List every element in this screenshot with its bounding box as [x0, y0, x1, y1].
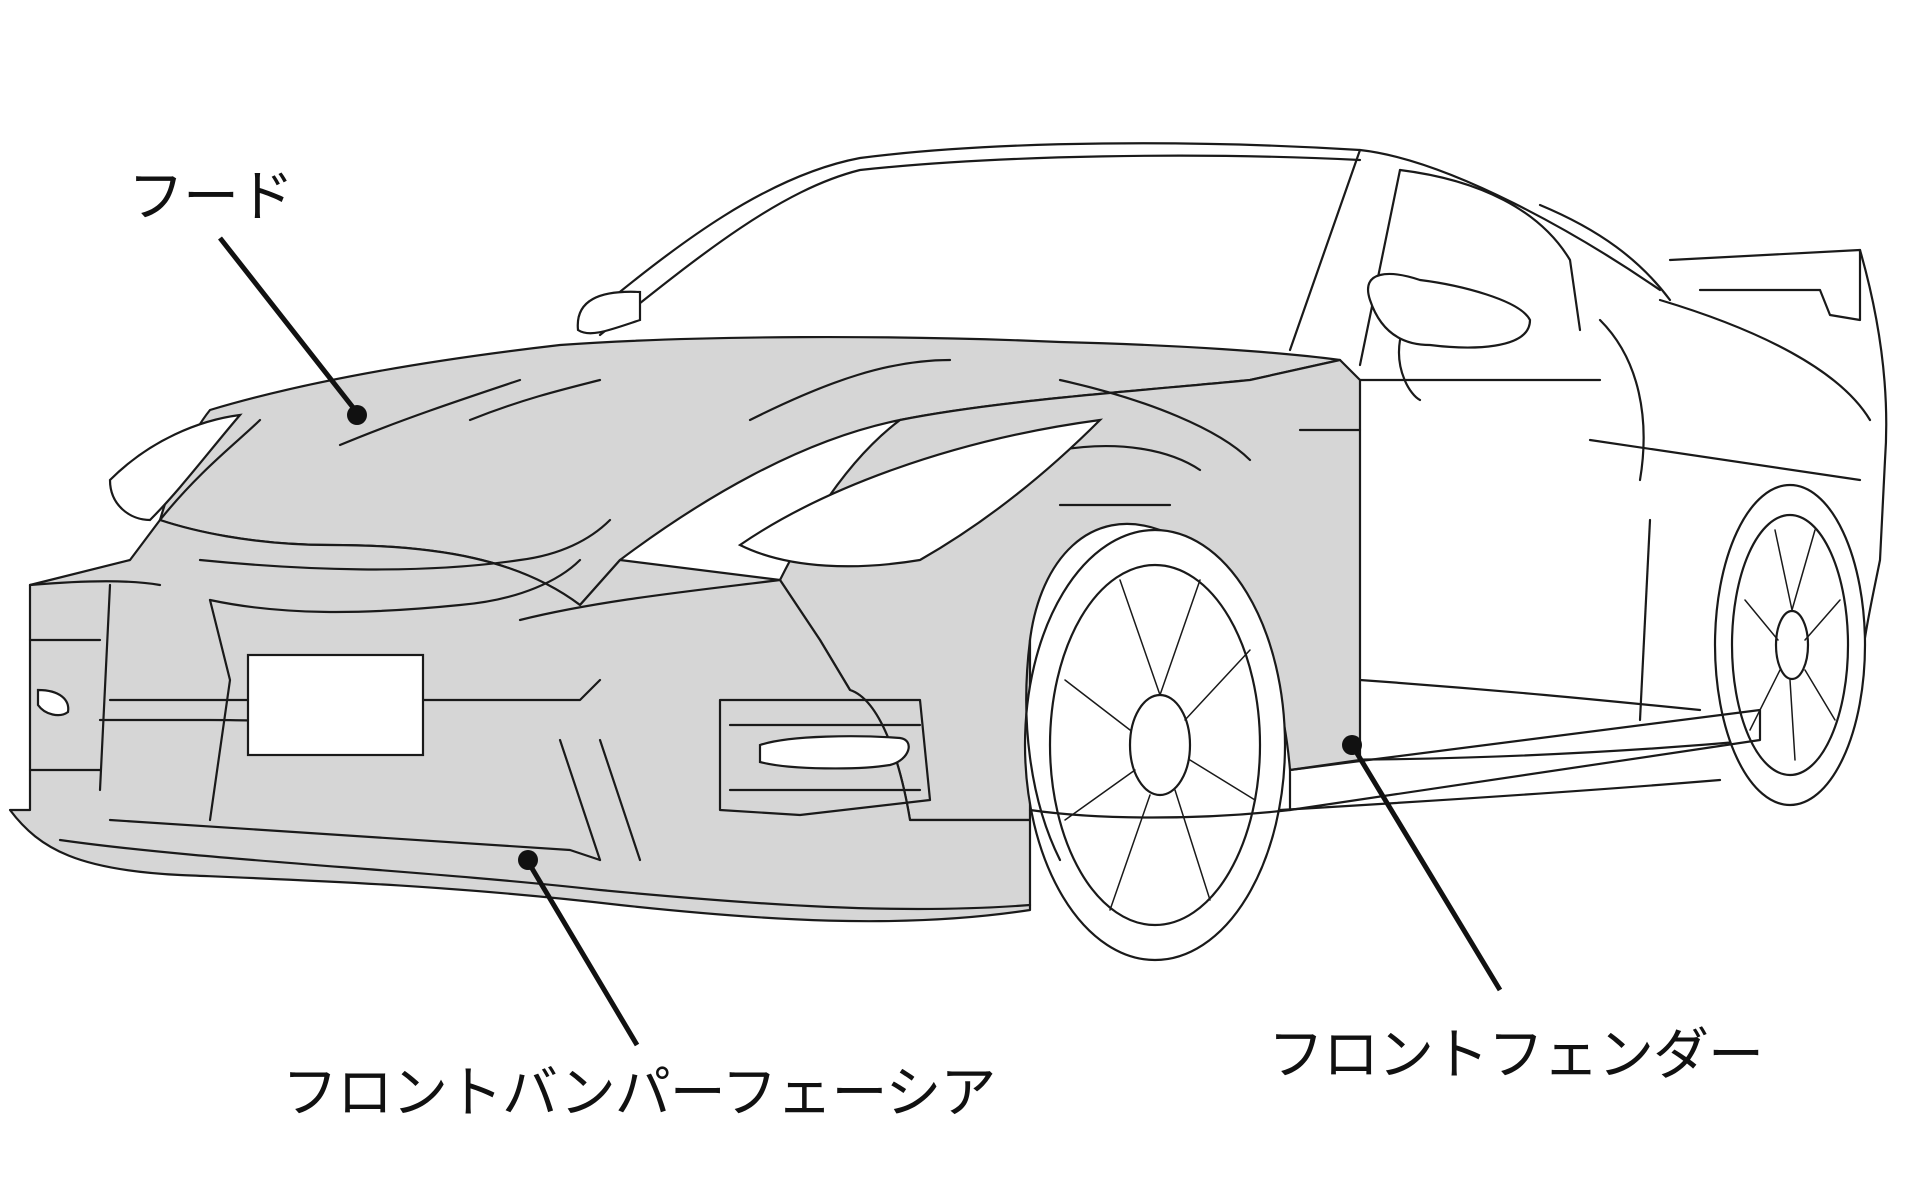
front-bumper-fascia-panel	[8, 518, 1032, 923]
hood-label: フード	[128, 165, 294, 230]
left-headlight	[108, 413, 243, 522]
callout-leaders	[218, 236, 1503, 1047]
rear-wheel	[1713, 483, 1867, 807]
leader-dot-bumper	[518, 850, 538, 870]
leader-bumper	[527, 863, 640, 1047]
front-bumper-fascia-label: フロントバンパーフェーシア	[282, 1061, 996, 1126]
right-headlight	[737, 418, 1104, 568]
leader-fender	[1352, 748, 1503, 992]
front-fender-label: フロントフェンダー	[1268, 1023, 1764, 1088]
leader-dot-fender	[1342, 735, 1362, 755]
car-greenhouse	[576, 142, 1672, 402]
leader-dot-hood	[347, 405, 367, 425]
license-plate	[246, 653, 425, 757]
side-skirt	[1288, 708, 1762, 812]
front-wheel	[1023, 528, 1287, 962]
leader-hood	[218, 236, 357, 412]
